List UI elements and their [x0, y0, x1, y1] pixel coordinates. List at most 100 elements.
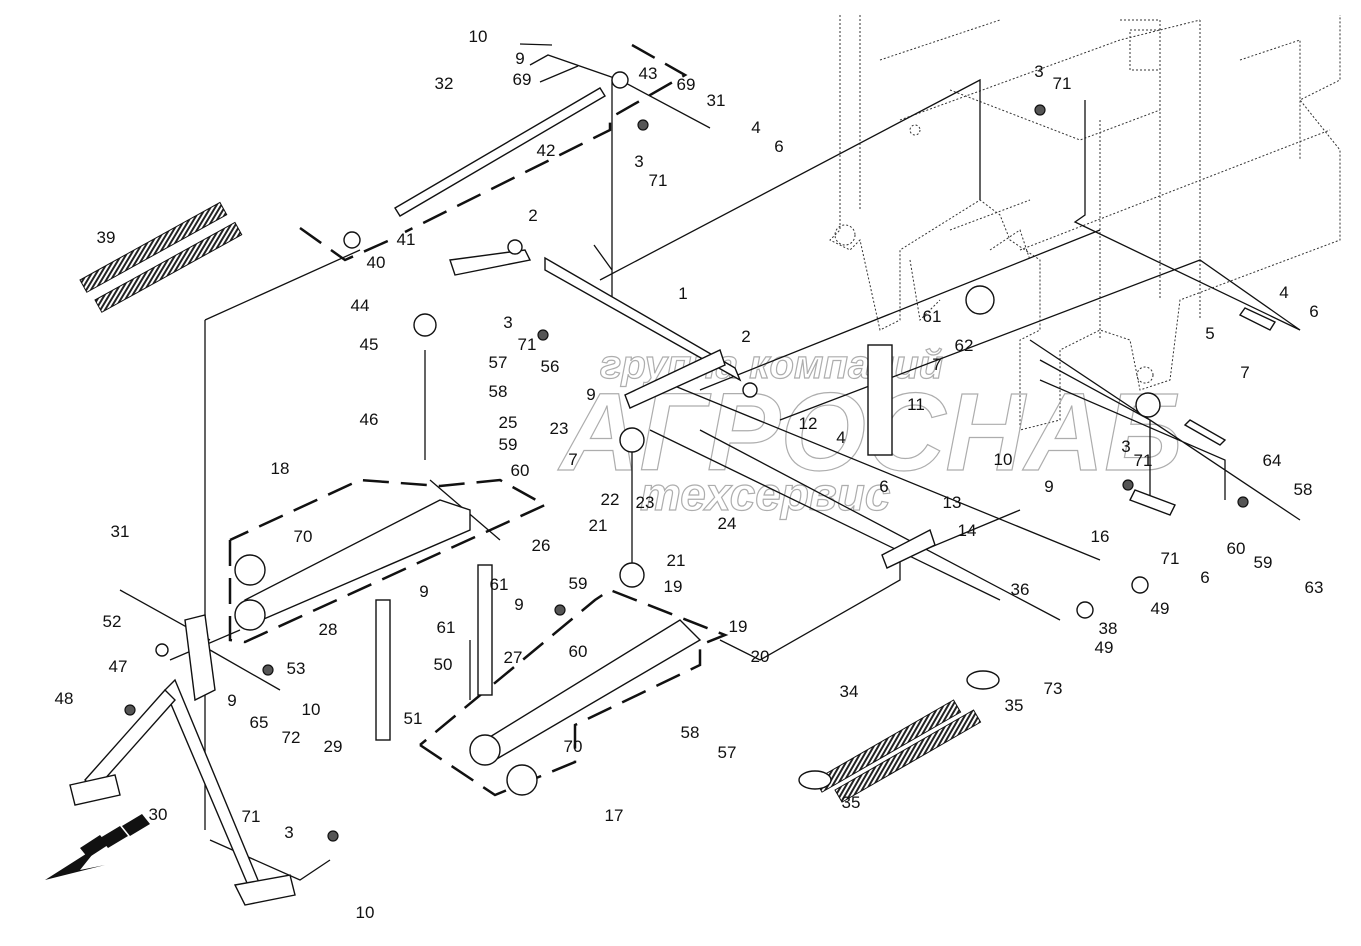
callout-34: 34 — [840, 682, 859, 701]
callout-31: 31 — [707, 91, 726, 110]
a-frame-30 — [164, 678, 261, 891]
spring-39b — [94, 221, 243, 313]
callout-11: 11 — [907, 395, 925, 414]
callout-6: 6 — [879, 477, 888, 496]
callout-9: 9 — [1044, 477, 1053, 496]
callout-22: 22 — [601, 490, 620, 509]
callout-18: 18 — [271, 459, 290, 478]
callout-23: 23 — [636, 493, 655, 512]
cross-tube-1 — [544, 256, 742, 382]
callout-9: 9 — [419, 582, 428, 601]
callout-25: 25 — [499, 413, 518, 432]
a-frame-30-foot — [233, 874, 296, 906]
callout-73: 73 — [1044, 679, 1063, 698]
callout-19: 19 — [729, 617, 748, 636]
plate-35b — [798, 770, 832, 790]
callout-57: 57 — [718, 743, 737, 762]
callout-9: 9 — [515, 49, 524, 68]
callout-9: 9 — [227, 691, 236, 710]
a-frame-30-top — [184, 614, 216, 702]
callout-57: 57 — [489, 353, 508, 372]
spring-39a — [79, 201, 228, 293]
callout-2: 2 — [741, 327, 750, 346]
callout-50: 50 — [434, 655, 453, 674]
callout-48: 48 — [55, 689, 74, 708]
callout-59: 59 — [499, 435, 518, 454]
callout-21: 21 — [667, 551, 686, 570]
callout-61: 61 — [437, 618, 456, 637]
bearing-frame — [965, 285, 995, 315]
callout-39: 39 — [97, 228, 116, 247]
callout-27: 27 — [504, 648, 523, 667]
callout-70: 70 — [294, 527, 313, 546]
callout-7: 7 — [568, 450, 577, 469]
callout-24: 24 — [718, 514, 737, 533]
callout-44: 44 — [351, 296, 370, 315]
rod-27 — [477, 564, 493, 696]
callout-59: 59 — [569, 574, 588, 593]
cylinder-28 — [375, 599, 391, 741]
callout-60: 60 — [511, 461, 530, 480]
callout-56: 56 — [541, 357, 560, 376]
callout-9: 9 — [586, 385, 595, 404]
spring-34b — [834, 709, 982, 803]
callout-71: 71 — [1134, 451, 1153, 470]
callout-60: 60 — [569, 642, 588, 661]
callout-3: 3 — [1121, 437, 1130, 456]
callout-3: 3 — [284, 823, 293, 842]
callout-6: 6 — [1309, 302, 1318, 321]
callout-29: 29 — [324, 737, 343, 756]
bracket-1b — [624, 349, 726, 409]
callout-47: 47 — [109, 657, 128, 676]
callout-40: 40 — [367, 253, 386, 272]
callout-30: 30 — [149, 805, 168, 824]
callout-58: 58 — [489, 382, 508, 401]
lower-link-17 — [484, 619, 702, 761]
callout-71: 71 — [242, 807, 261, 826]
eye-22-top — [619, 427, 645, 453]
callout-6: 6 — [1200, 568, 1209, 587]
travel-direction-arrow — [45, 814, 150, 880]
callout-31: 31 — [111, 522, 130, 541]
watermark-line3: техсервис — [640, 468, 890, 520]
callout-1: 1 — [678, 284, 687, 303]
callout-71: 71 — [518, 335, 537, 354]
callout-63: 63 — [1305, 578, 1324, 597]
callout-28: 28 — [319, 620, 338, 639]
pin-16 — [1129, 489, 1176, 516]
eye-18 — [234, 599, 266, 631]
callout-58: 58 — [681, 723, 700, 742]
callout-2: 2 — [528, 206, 537, 225]
callout-9: 9 — [514, 595, 523, 614]
pin-5 — [1238, 307, 1277, 331]
plate-35a — [966, 670, 1000, 690]
callout-5: 5 — [1205, 324, 1214, 343]
callout-4: 4 — [751, 118, 760, 137]
callout-6: 6 — [774, 137, 783, 156]
callout-3: 3 — [634, 152, 643, 171]
callout-13: 13 — [943, 493, 962, 512]
column-11 — [867, 344, 893, 456]
callout-16: 16 — [1091, 527, 1110, 546]
parts — [69, 71, 1277, 906]
callout-14: 14 — [958, 521, 977, 540]
callout-70: 70 — [564, 737, 583, 756]
callout-4: 4 — [836, 428, 845, 447]
callout-69: 69 — [513, 70, 532, 89]
eye-22-bottom — [619, 562, 645, 588]
tube-42 — [394, 87, 606, 217]
assembly-lines — [119, 43, 1301, 881]
eye-44 — [413, 313, 437, 337]
callout-12: 12 — [799, 414, 818, 433]
callout-62: 62 — [955, 336, 974, 355]
callout-51: 51 — [404, 709, 423, 728]
callout-72: 72 — [282, 728, 301, 747]
callout-71: 71 — [1053, 74, 1072, 93]
callout-52: 52 — [103, 612, 122, 631]
callout-20: 20 — [751, 647, 770, 666]
callout-46: 46 — [360, 410, 379, 429]
bearing — [1135, 392, 1161, 418]
callout-17: 17 — [605, 806, 624, 825]
